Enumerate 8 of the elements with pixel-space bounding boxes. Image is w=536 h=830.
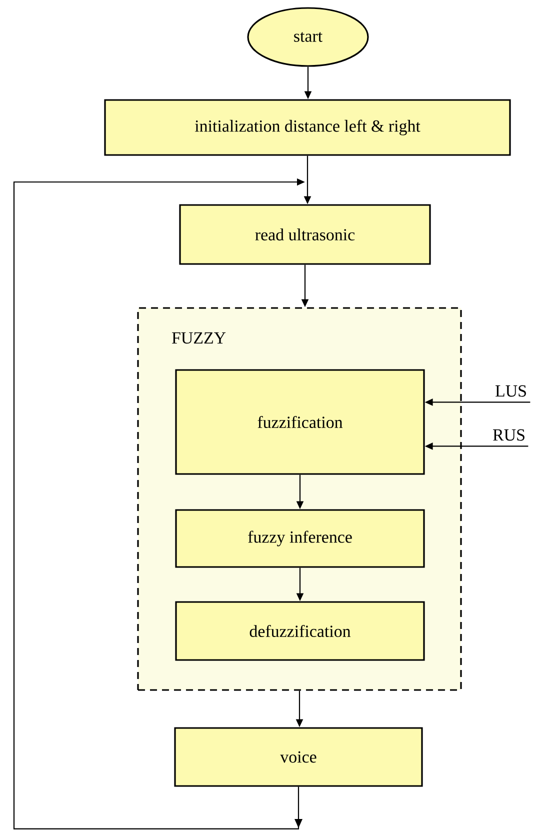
process-box: fuzzification [175,369,425,475]
signal-label: LUS [495,385,526,397]
process-box: read ultrasonic [179,204,431,265]
process-box: fuzzy inference [175,509,425,568]
process-box: voice [174,727,423,787]
signal-label: RUS [493,429,524,441]
process-box: initialization distance left & right [104,99,511,156]
process-box: defuzzification [175,601,425,661]
